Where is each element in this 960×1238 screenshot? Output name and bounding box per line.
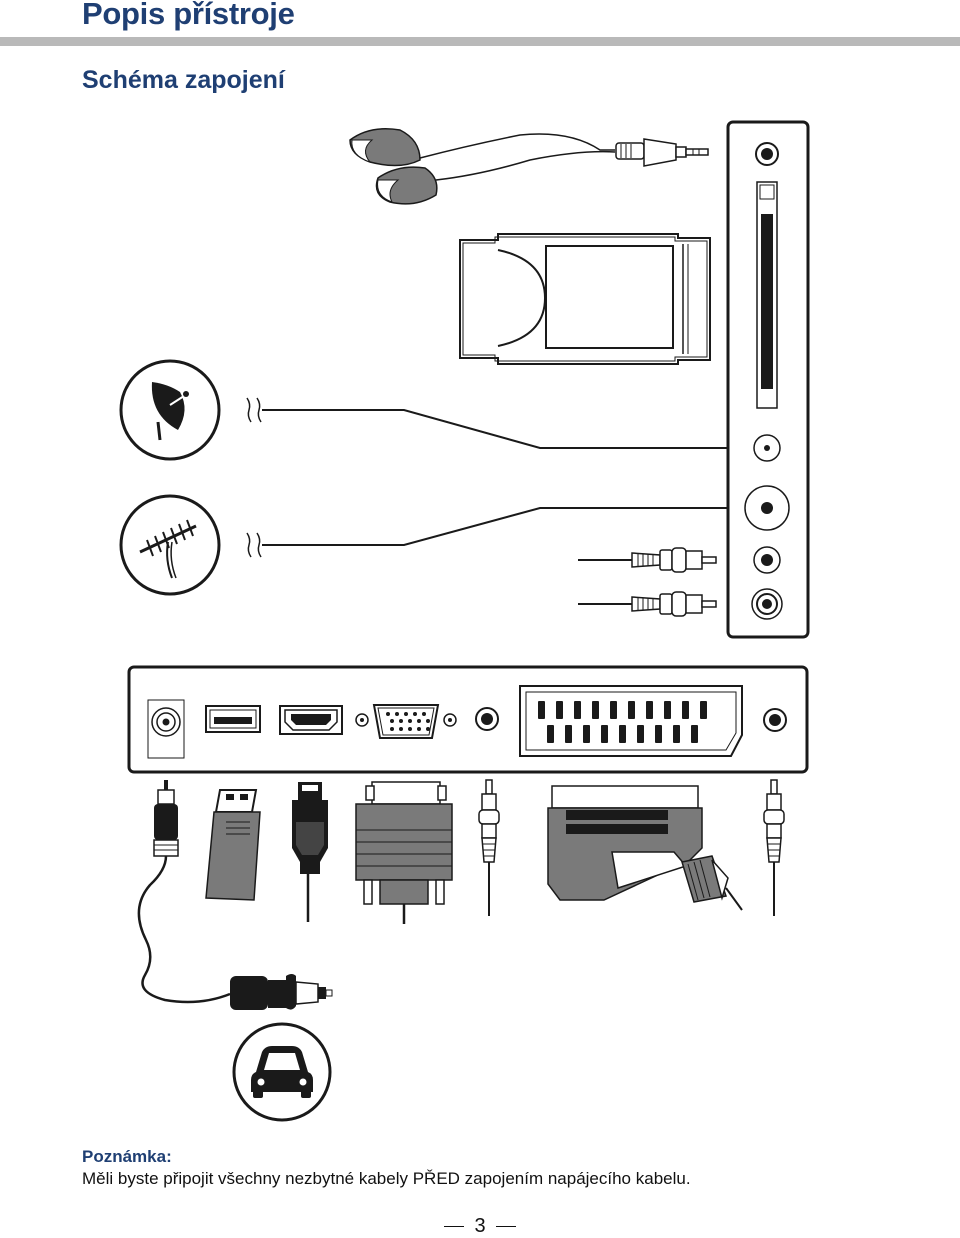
section-title: Schéma zapojení: [82, 66, 285, 94]
scart-plug: [547, 785, 743, 911]
satellite-cable: [246, 397, 728, 449]
note-text: Měli byste připojit všechny nezbytné kab…: [82, 1169, 691, 1188]
page-number-footer: 3: [0, 1215, 960, 1238]
header-rule: [0, 37, 960, 46]
dc-power-plug: [137, 780, 231, 1004]
car-icon: [232, 1022, 332, 1122]
vga-plug: [355, 781, 453, 924]
rca-plug-side-lower: [578, 591, 717, 617]
antenna-cable: [246, 507, 728, 558]
side-panel: [726, 120, 810, 639]
note-heading: Poznámka:: [82, 1147, 172, 1166]
car-adapter-plug: [230, 974, 333, 1010]
antenna-icon: [119, 494, 221, 596]
page-number-dash-right: [495, 1225, 516, 1228]
page-number-dash-left: [444, 1225, 465, 1228]
rca-plug-side-upper: [578, 547, 717, 573]
satellite-dish-icon: [119, 359, 221, 461]
page-title: Popis přístroje: [82, 0, 295, 31]
bottom-panel: [127, 665, 809, 774]
hdmi-plug: [292, 782, 328, 922]
headphones-icon: [349, 128, 709, 205]
page-number: 3: [474, 1215, 486, 1237]
usb-stick: [205, 789, 261, 901]
rca-plug-bottom-left: [478, 779, 500, 916]
ci-module-card: [459, 233, 711, 365]
rca-plug-bottom-right: [763, 779, 785, 916]
